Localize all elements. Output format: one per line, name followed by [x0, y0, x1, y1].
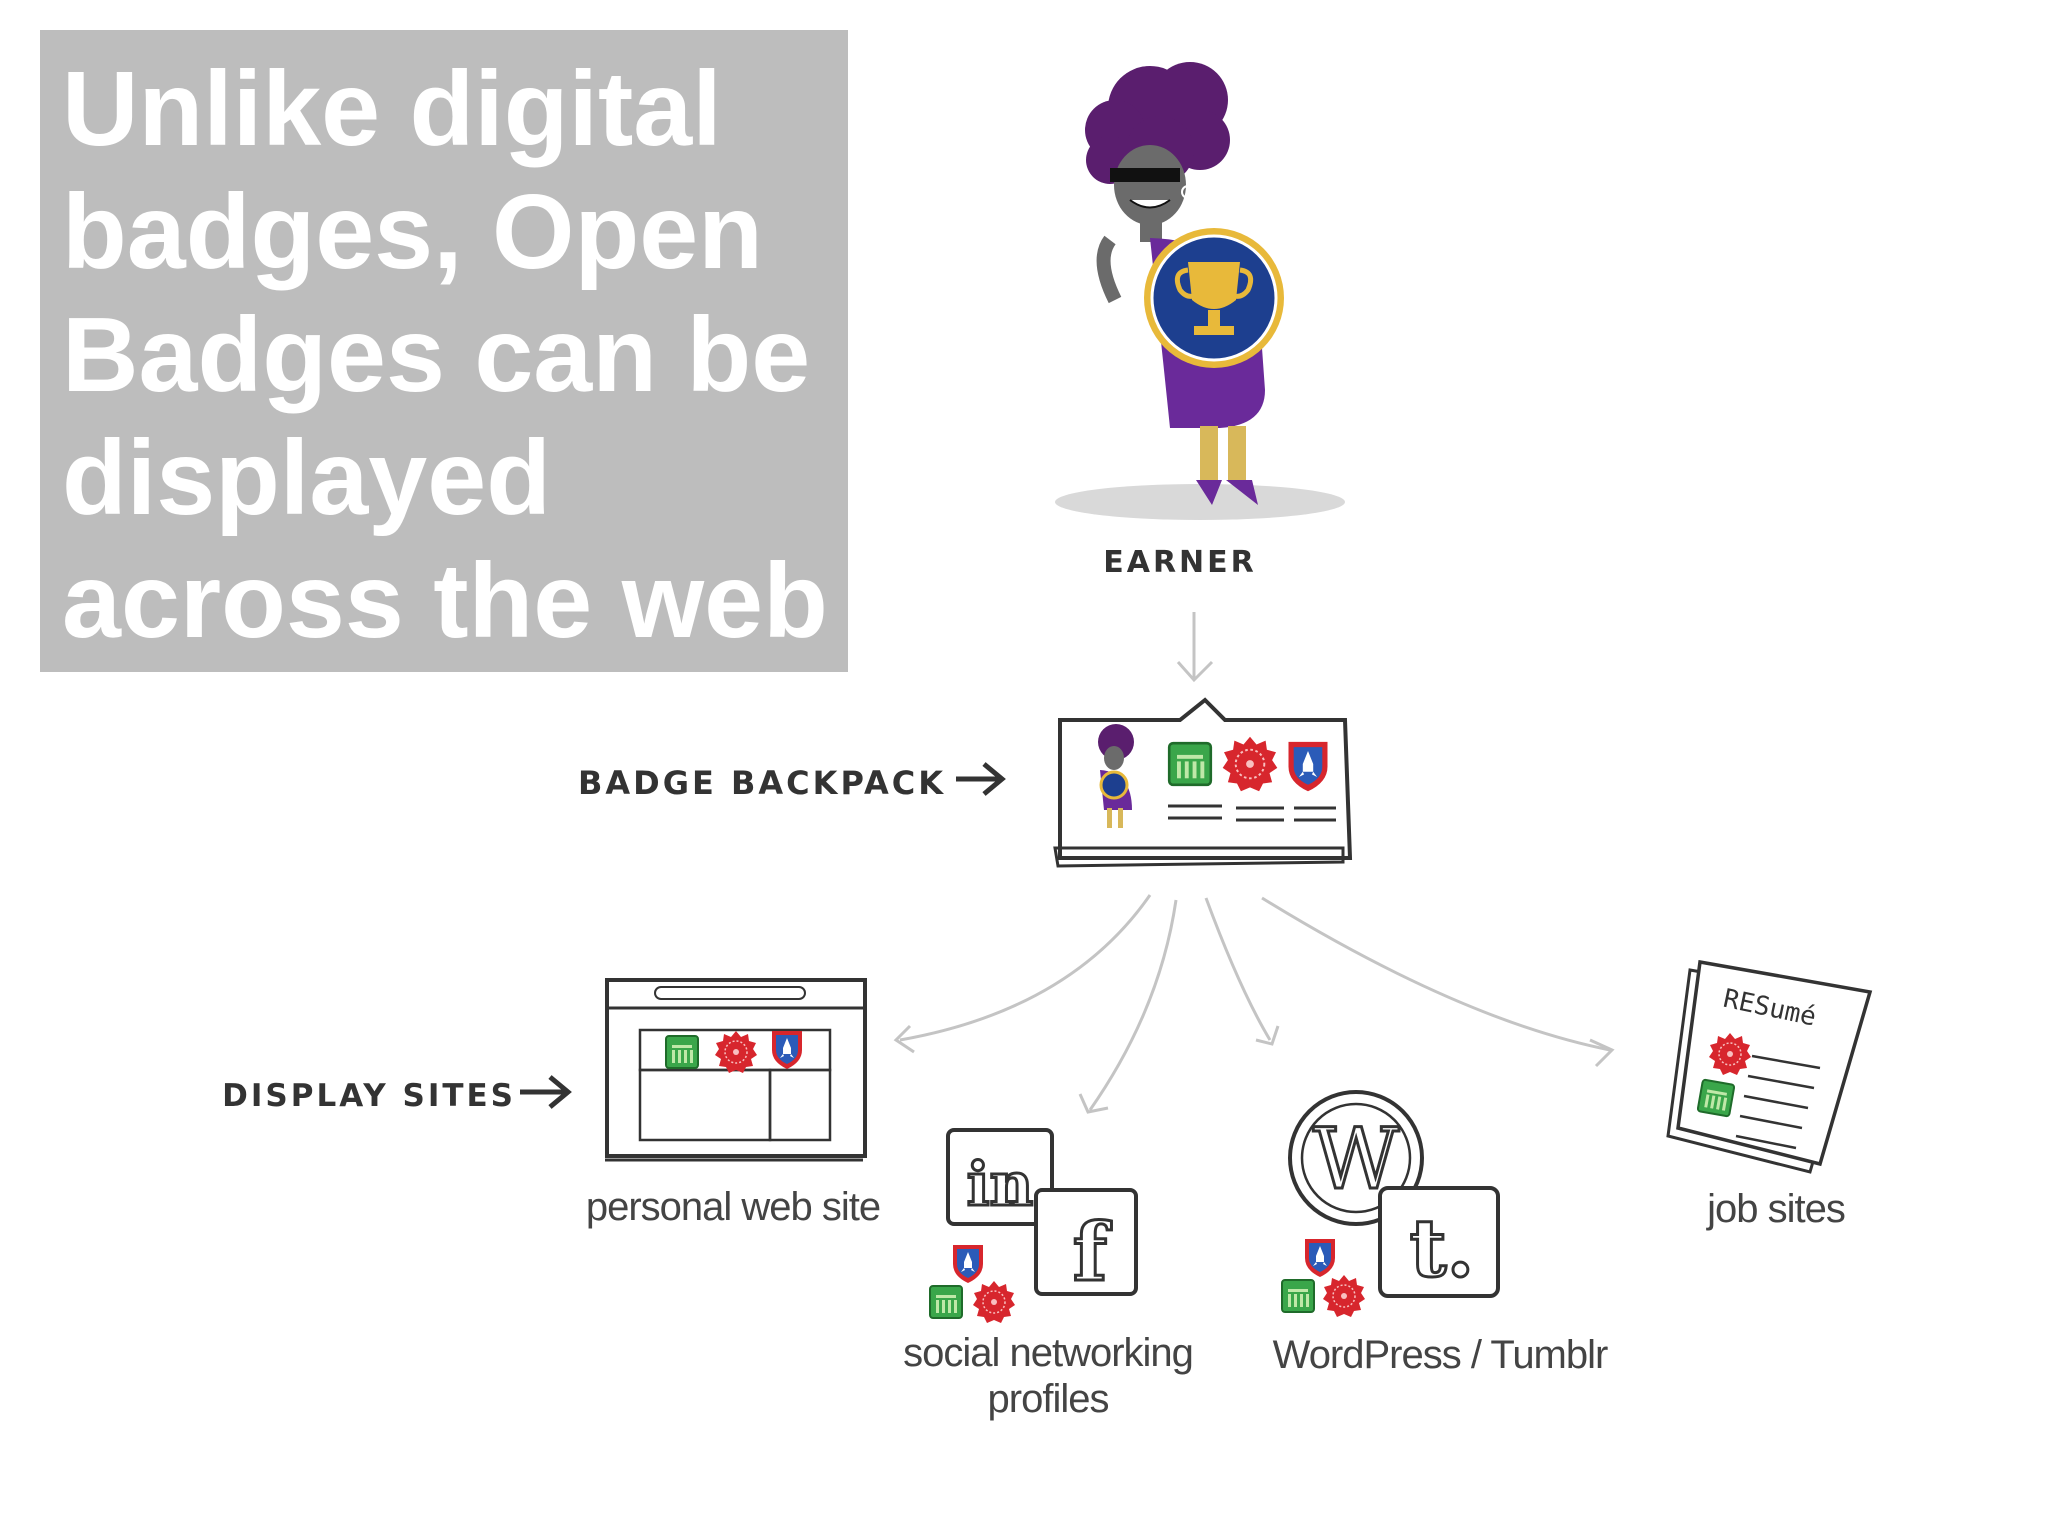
- social-label-line1: social networking: [903, 1331, 1193, 1375]
- earner-figure: [1055, 62, 1345, 520]
- slide-title: Unlike digital badges, Open Badges can b…: [62, 50, 828, 660]
- job-sites-label: job sites: [1706, 1187, 1845, 1231]
- backpack-illustration: [1053, 697, 1353, 868]
- personal-site-illustration: [605, 978, 867, 1162]
- tumblr-logo-text: t.: [1410, 1201, 1475, 1295]
- resume-illustration: RESumé: [1666, 959, 1873, 1174]
- display-sites-label: DISPLAY SITES: [222, 1078, 516, 1114]
- earner-label: EARNER: [1103, 545, 1257, 580]
- badge-backpack-label: BADGE BACKPACK: [578, 764, 946, 802]
- title-box: Unlike digital badges, Open Badges can b…: [40, 30, 848, 672]
- display-sites-pointer-arrow: [520, 1075, 572, 1109]
- linkedin-logo-text: in: [967, 1150, 1033, 1220]
- wordpress-tumblr-illustration: W t.: [1281, 1090, 1500, 1318]
- distribution-arrows: [893, 894, 1615, 1114]
- personal-site-label: personal web site: [586, 1185, 880, 1229]
- backpack-pointer-arrow: [956, 762, 1006, 796]
- social-label-line2: profiles: [988, 1377, 1109, 1421]
- facebook-logo-text: f: [1073, 1205, 1112, 1299]
- earner-to-backpack-arrow: [1176, 612, 1214, 683]
- wordpress-tumblr-label: WordPress / Tumblr: [1273, 1333, 1608, 1377]
- social-illustration: in f: [929, 1128, 1138, 1324]
